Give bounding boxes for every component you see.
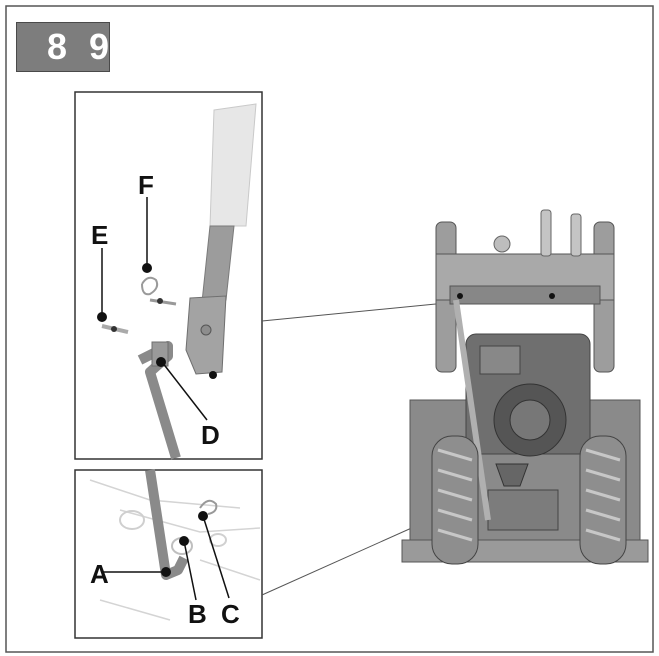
callout-label-c: C bbox=[221, 599, 240, 629]
callout-dot-b bbox=[179, 536, 189, 546]
handle-bar bbox=[209, 103, 257, 227]
control-rod-lower bbox=[145, 469, 189, 580]
connector-lower bbox=[261, 521, 426, 596]
callout-dot-a bbox=[161, 567, 171, 577]
snowblower-illustration bbox=[401, 209, 649, 565]
figure-number-badge: 8 9 bbox=[16, 22, 110, 72]
callout-dot-d bbox=[156, 357, 166, 367]
callout-label-a: A bbox=[90, 559, 109, 589]
connector-upper bbox=[261, 302, 447, 322]
callout-label-e: E bbox=[91, 220, 109, 250]
callout-dot-c bbox=[198, 511, 208, 521]
callout-label-f: F bbox=[138, 170, 154, 200]
outer-frame bbox=[5, 5, 654, 653]
callout-dot-f bbox=[142, 263, 152, 273]
callout-label-b: B bbox=[188, 599, 207, 629]
inset-upper bbox=[74, 91, 263, 460]
inset-lower bbox=[74, 469, 263, 639]
callout-dot-e bbox=[97, 312, 107, 322]
callout-label-d: D bbox=[201, 420, 220, 450]
